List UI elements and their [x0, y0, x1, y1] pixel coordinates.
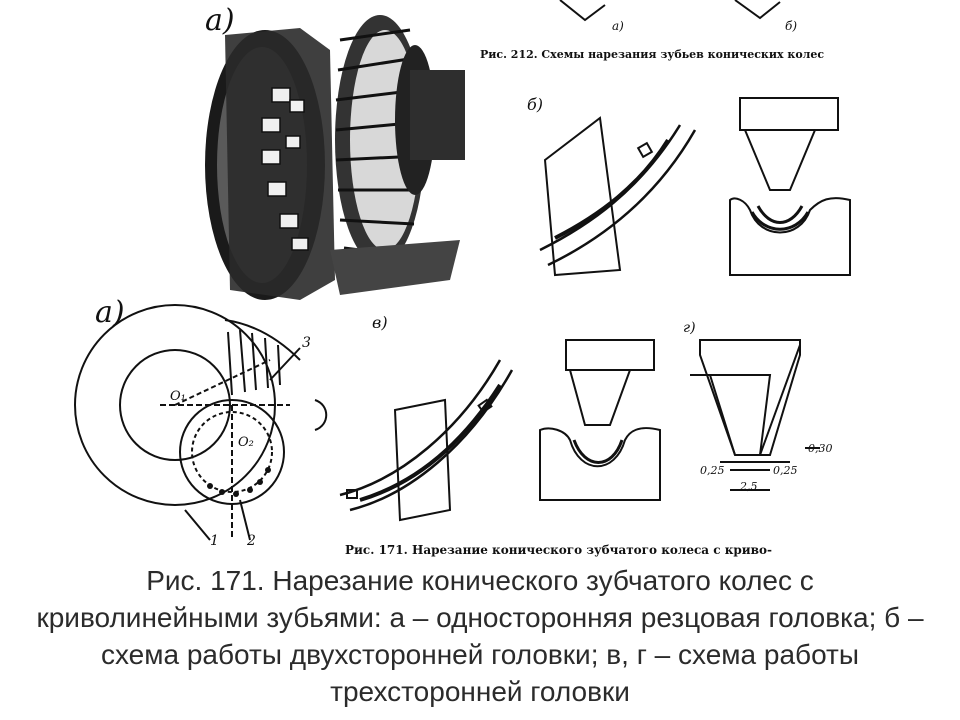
label-v: в) [372, 313, 388, 332]
dim-025-left: 0,25 [700, 464, 725, 477]
caption-line-2: криволинейными зубьями: а – одностороння… [36, 602, 924, 633]
dim-030: 0,30 [808, 442, 833, 455]
scheme-g: г) 0,30 0,25 0,25 2,5 [683, 320, 833, 493]
caption-line-1: Рис. 171. Нарезание конического зубчатог… [146, 565, 814, 596]
slide-caption: Рис. 171. Нарезание конического зубчатог… [10, 562, 950, 710]
label-n2: 2 [246, 533, 256, 549]
label-o1: O₁ [170, 389, 186, 404]
label-b-small: б) [785, 19, 797, 33]
dim-025-right: 0,25 [773, 464, 798, 477]
label-a-top: а) [205, 3, 235, 38]
caption-line-4: трехсторонней головки [330, 676, 630, 707]
label-n3: 3 [302, 335, 311, 351]
fig171-caption: Рис. 171. Нарезание конического зубчатог… [345, 543, 772, 557]
scheme-v: в) [339, 313, 661, 522]
dim-25: 2,5 [739, 480, 758, 493]
label-a-small: а) [612, 19, 624, 33]
fig212-fragment: а) б) Рис. 212. Схемы нарезания зубьев к… [480, 0, 824, 61]
scheme-a: а) O₁ O₂ 1 [74, 295, 328, 549]
label-b-mid: б) [527, 95, 543, 114]
label-a-left: а) [95, 295, 125, 330]
caption-line-3: схема работы двухсторонней головки; в, г… [101, 639, 859, 670]
fig212-caption: Рис. 212. Схемы нарезания зубьев коничес… [480, 48, 824, 61]
label-o2: O₂ [238, 435, 254, 450]
label-n1: 1 [210, 533, 219, 549]
figure-image: а) а) б) Рис. 212. Схемы нарезания зубье… [74, 0, 851, 557]
label-g: г) [683, 320, 696, 336]
scheme-b: б) [527, 95, 851, 277]
cutter-head-illustration: а) [205, 3, 465, 300]
